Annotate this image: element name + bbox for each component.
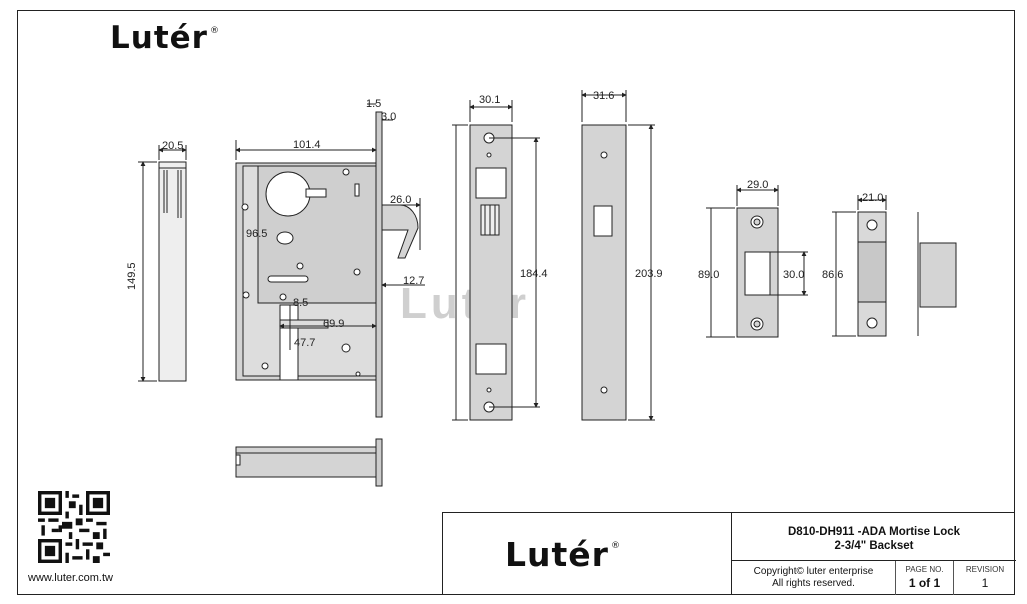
- dim-latch-projection: 26.0: [390, 194, 411, 206]
- website-url: www.luter.com.tw: [28, 572, 113, 584]
- drawing-sheet: [17, 10, 1015, 595]
- dim-outer-plate-height: 203.9: [635, 268, 663, 280]
- dim-body-depth: 101.4: [293, 139, 321, 151]
- dim-strike-width: 29.0: [747, 179, 768, 191]
- page-number-label: PAGE NO.: [905, 565, 944, 574]
- dim-faceplate-thickness: 1.5: [366, 98, 381, 110]
- outer-faceplate: [581, 124, 627, 421]
- side-view: [138, 145, 187, 382]
- page-number-cell: PAGE NO. 1 of 1: [896, 561, 954, 595]
- strike-plate: [736, 207, 779, 338]
- dim-box-width: 21.0: [862, 192, 883, 204]
- strike-box: [857, 211, 887, 337]
- dim-inner-plate-width: 30.1: [479, 94, 500, 106]
- title-line-2: 2-3/4" Backset: [834, 540, 914, 552]
- dim-hub-to-edge: 96.5: [246, 228, 267, 240]
- brand-logo: Lutér®: [110, 20, 220, 56]
- dim-outer-plate-width: 31.6: [593, 90, 614, 102]
- dim-latch-offset: 12.7: [403, 275, 424, 287]
- front-dimension-lines: [235, 103, 425, 350]
- title-block: Lutér® D810-DH911 -ADA Mortise Lock 2-3/…: [442, 512, 1016, 595]
- strike-side-profile: [917, 212, 957, 336]
- title-line-1: D810-DH911 -ADA Mortise Lock: [787, 526, 961, 538]
- dim-body-height: 149.5: [126, 262, 138, 290]
- dim-faceplate-offset: 3.0: [381, 111, 396, 123]
- dim-hub-to-cylinder: 47.7: [294, 337, 315, 349]
- revision-label: REVISION: [965, 565, 1005, 574]
- revision-cell: REVISION 1: [954, 561, 1016, 595]
- title-block-logo-cell: Lutér®: [443, 513, 732, 595]
- copyright-line-2: All rights reserved.: [772, 578, 855, 589]
- inner-faceplate: [469, 124, 513, 421]
- drawing-title: D810-DH911 -ADA Mortise Lock 2-3/4" Back…: [732, 513, 1016, 561]
- dim-strike-height: 89.0: [698, 269, 719, 281]
- dim-strike-opening: 30.0: [783, 269, 804, 281]
- strike-box-dimension-lines: [832, 195, 887, 337]
- dim-spindle-offset: 8.5: [293, 297, 308, 309]
- inner-faceplate-dimension-lines: [452, 100, 540, 421]
- copyright-cell: Copyright© luter enterprise All rights r…: [732, 561, 896, 595]
- dim-box-height: 86.6: [822, 269, 843, 281]
- revision-value: 1: [981, 576, 989, 590]
- outer-faceplate-dimension-lines: [581, 90, 655, 421]
- page-number-value: 1 of 1: [908, 576, 941, 590]
- title-block-logo: Lutér®: [505, 535, 621, 574]
- dim-inner-plate-hole-spacing: 184.4: [520, 268, 548, 280]
- lock-body-bottom-view: [235, 438, 383, 487]
- lock-body-front: [235, 111, 419, 418]
- dim-body-thickness: 20.5: [162, 140, 183, 152]
- copyright-line-1: Copyright© luter enterprise: [753, 566, 874, 577]
- strike-plate-dimension-lines: [706, 185, 808, 338]
- dim-cylinder-distance: 69.9: [323, 318, 344, 330]
- qr-code: [38, 491, 110, 563]
